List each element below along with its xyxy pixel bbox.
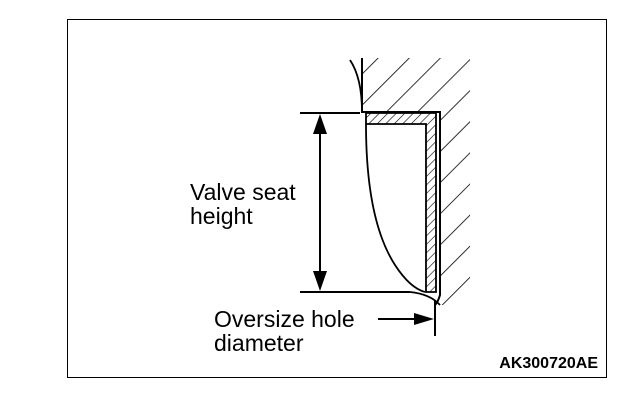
hole-arrow [414,313,434,325]
height-arrow-top [313,114,327,134]
valve-seat-height-line1: Valve seat [190,179,296,205]
oversize-hole-line2: diameter [214,330,304,356]
valve-seat-height-line2: height [190,203,253,229]
oversize-hole-label: Oversize hole diameter [214,307,355,355]
figure-code: AK300720AE [499,355,598,372]
seat-lower-curve [409,291,441,306]
cylinder-head-section [362,58,470,305]
port-wall-curve [349,59,363,113]
valve-face-curve [365,123,426,293]
oversize-hole-line1: Oversize hole [214,306,355,332]
figure-frame [67,19,607,378]
valve-seat-insert [365,112,437,293]
valve-seat-height-label: Valve seat height [190,180,296,228]
height-arrow-bottom [313,271,327,291]
